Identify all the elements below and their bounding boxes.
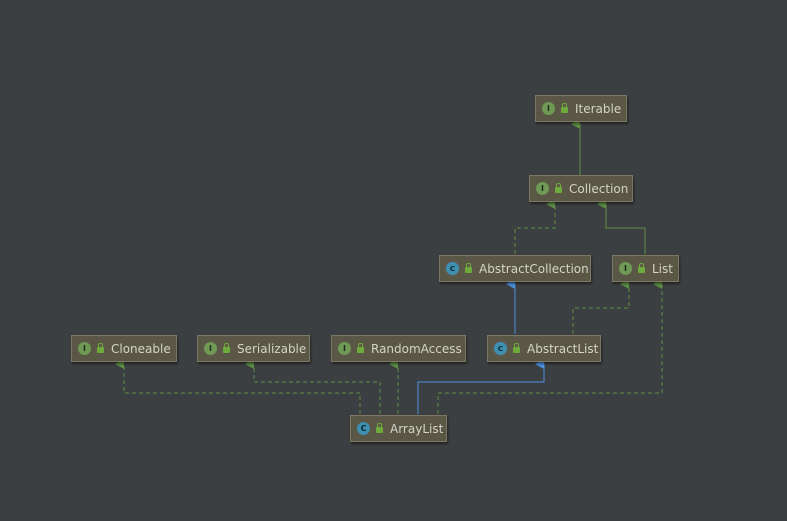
abstract-class-badge-icon: C	[494, 342, 507, 355]
node-abstract-list[interactable]: C AbstractList	[487, 335, 601, 362]
node-iterable[interactable]: I Iterable	[535, 95, 627, 122]
interface-badge-icon: I	[338, 342, 351, 355]
node-label: Collection	[569, 181, 629, 196]
node-label: Iterable	[575, 101, 622, 116]
abstract-class-badge-icon: C	[446, 262, 459, 275]
public-lock-icon	[97, 343, 104, 353]
interface-badge-icon: I	[536, 182, 549, 195]
public-lock-icon	[223, 343, 230, 353]
interface-badge-icon: I	[619, 262, 632, 275]
public-lock-icon	[561, 103, 568, 113]
node-random-access[interactable]: I RandomAccess	[331, 335, 466, 362]
node-label: RandomAccess	[371, 341, 462, 356]
edge-list-to-collection	[597, 199, 646, 254]
public-lock-icon	[376, 423, 383, 433]
edge-abstractcollection-to-collection	[514, 199, 556, 254]
node-cloneable[interactable]: I Cloneable	[71, 335, 177, 362]
node-serializable[interactable]: I Serializable	[197, 335, 310, 362]
public-lock-icon	[513, 343, 520, 353]
public-lock-icon	[638, 263, 645, 273]
public-lock-icon	[465, 263, 472, 273]
edge-abstractlist-to-list	[572, 279, 630, 334]
class-badge-icon: C	[357, 422, 370, 435]
node-list[interactable]: I List	[612, 255, 679, 282]
edge-arraylist-to-list	[437, 279, 663, 414]
edge-arraylist-to-abstractlist	[417, 359, 545, 414]
node-label: AbstractList	[527, 341, 599, 356]
edge-arraylist-to-serializable	[245, 359, 381, 414]
edge-arraylist-to-cloneable	[115, 359, 361, 414]
public-lock-icon	[357, 343, 364, 353]
interface-badge-icon: I	[542, 102, 555, 115]
node-label: AbstractCollection	[479, 261, 589, 276]
node-label: ArrayList	[390, 421, 444, 436]
node-collection[interactable]: I Collection	[529, 175, 633, 202]
node-abstract-collection[interactable]: C AbstractCollection	[439, 255, 591, 282]
interface-badge-icon: I	[78, 342, 91, 355]
interface-badge-icon: I	[204, 342, 217, 355]
node-label: Serializable	[237, 341, 307, 356]
node-label: List	[652, 261, 673, 276]
public-lock-icon	[555, 183, 562, 193]
node-array-list[interactable]: C ArrayList	[350, 415, 447, 442]
node-label: Cloneable	[111, 341, 171, 356]
